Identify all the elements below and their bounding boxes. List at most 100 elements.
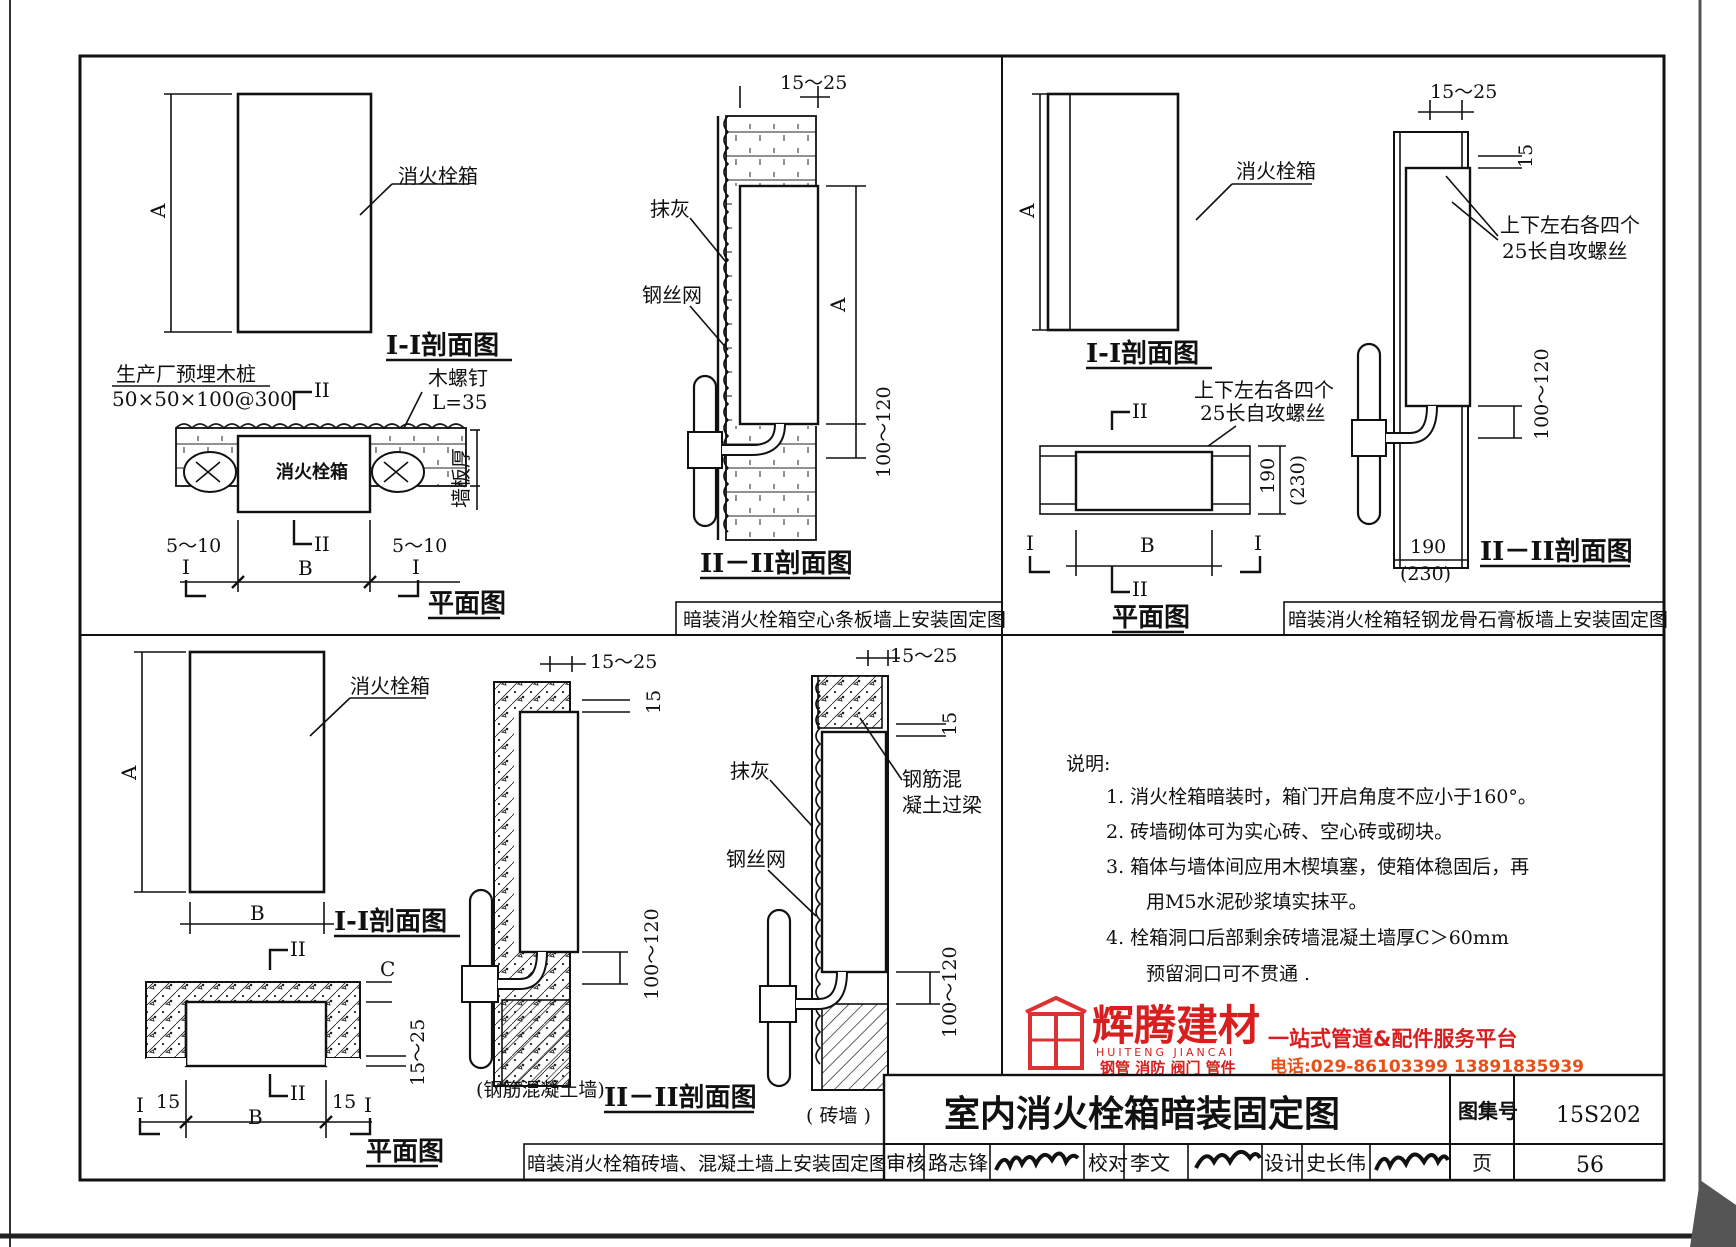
- mark-ii-top-p3: II: [290, 937, 306, 961]
- label-wall-thick: 墙板厚: [449, 448, 473, 508]
- elevation-box-1: [236, 92, 373, 334]
- section-box-1: [738, 184, 820, 426]
- label-plaster-3: 抹灰: [730, 759, 770, 783]
- brand-logo-icon: [1025, 995, 1087, 1070]
- dim-100-120-p1: 100～120: [873, 386, 895, 478]
- label-screws-2-p2a: 25长自攻螺丝: [1200, 401, 1325, 425]
- note-4a: 4. 栓箱洞口后部剩余砖墙混凝土墙厚C＞60mm: [1106, 927, 1509, 949]
- section-box-3b: [820, 730, 888, 974]
- title-sec-1-1-p2: I-I剖面图: [1086, 338, 1199, 369]
- check-label: 校对: [1088, 1151, 1128, 1175]
- label-plaster-1: 抹灰: [650, 197, 690, 221]
- check-name: 李文: [1130, 1151, 1170, 1175]
- dim-b-plan-1: B: [298, 556, 313, 580]
- panel-brick-concrete-wall: A 消火栓箱 B I-I剖面图 II C 15～25 II 15 15 B I: [117, 645, 982, 1181]
- caption-panel1: 暗装消火栓箱空心条板墙上安装固定图: [683, 609, 1006, 631]
- dim-5-10-right: 5～10: [392, 535, 447, 557]
- design-signature: [1374, 1152, 1450, 1171]
- brand-products: 钢管 消防 阀门 管件: [1100, 1059, 1236, 1077]
- dim-a: A: [146, 203, 170, 219]
- section-box-3a: [518, 710, 580, 954]
- dim-c-p3: C: [380, 957, 395, 981]
- dim-15-25-p1: 15～25: [780, 72, 847, 94]
- notes-block: 说明: 1. 消火栓箱暗装时，箱门开启角度不应小于160°。 2. 砖墙砌体可为…: [1066, 753, 1537, 985]
- atlas-number: 15S202: [1556, 1103, 1641, 1128]
- mark-ii-top: II: [314, 378, 330, 402]
- label-wood-screw-len: L=35: [432, 390, 488, 414]
- plan-box-2: [1074, 450, 1214, 512]
- mark-ii-bottom: II: [314, 532, 330, 556]
- dim-15-25-p3a: 15～25: [590, 651, 657, 673]
- dim-15-25-p2: 15～25: [1430, 81, 1497, 103]
- mark-i-left: I: [182, 555, 190, 579]
- title-plan-1: 平面图: [428, 589, 506, 619]
- mark-i-right: I: [412, 555, 420, 579]
- title-sec-2-2-p2: II－II剖面图: [1480, 536, 1633, 567]
- design-name: 史长伟: [1306, 1151, 1366, 1175]
- dim-100-120-p2: 100～120: [1531, 348, 1553, 440]
- title-block: 室内消火栓箱暗装固定图 图集号 15S202 审核 路志锋 校对 李文 设计 史…: [882, 1073, 1666, 1182]
- dim-5-10-left: 5～10: [166, 535, 221, 557]
- label-screws-1-p2a: 上下左右各四个: [1194, 378, 1334, 402]
- label-hydrant-box-p2: 消火栓箱: [1236, 159, 1316, 183]
- title-sec-2-2-p3: II－II剖面图: [604, 1082, 757, 1113]
- dim-15-p3b: 15: [939, 712, 961, 736]
- title-plan-3: 平面图: [366, 1137, 444, 1167]
- design-label: 设计: [1264, 1151, 1304, 1175]
- label-rc-wall: (钢筋混凝土墙): [476, 1079, 605, 1101]
- dim-a-sec-1: A: [826, 297, 850, 313]
- note-3a: 3. 箱体与墙体间应用木楔填塞，使箱体稳固后，再: [1106, 856, 1529, 878]
- dim-a-p3: A: [117, 765, 141, 781]
- mark-i-left-p3: I: [136, 1093, 144, 1117]
- brand-watermark: 辉腾建材 HUITENG JIANCAI 钢管 消防 阀门 管件 一站式管道&配…: [1025, 995, 1584, 1077]
- note-4b: 预留洞口可不贯通 .: [1146, 963, 1310, 985]
- review-signature: [994, 1151, 1080, 1172]
- brand-pinyin: HUITENG JIANCAI: [1096, 1046, 1235, 1059]
- label-screws-1-p2b: 上下左右各四个: [1500, 213, 1640, 237]
- label-wood-screw: 木螺钉: [428, 366, 488, 390]
- dim-15-p2: 15: [1515, 144, 1537, 168]
- check-signature: [1194, 1150, 1262, 1169]
- label-rc-beam-2: 凝土过梁: [902, 793, 982, 817]
- dim-230-p2a: (230): [1287, 455, 1309, 506]
- label-wood-pile-spec: 50×50×100@300: [112, 387, 293, 411]
- dim-a-p2: A: [1015, 203, 1039, 219]
- panel-light-steel-gypsum-wall: A 消火栓箱 I-I剖面图 上下左右各四个 25长自攻螺丝 II 190 (23…: [1015, 81, 1668, 636]
- mark-i-left-p2: I: [1026, 531, 1034, 555]
- dim-15-left-p3: 15: [156, 1091, 180, 1113]
- brand-name: 辉腾建材: [1092, 1001, 1260, 1050]
- dim-15-right-p3: 15: [332, 1091, 356, 1113]
- title-sec-1-1: I-I剖面图: [386, 330, 499, 361]
- note-2: 2. 砖墙砌体可为实心砖、空心砖或砌块。: [1106, 821, 1453, 843]
- mark-i-right-p3: I: [364, 1093, 372, 1117]
- mark-ii-bottom-p3: II: [290, 1081, 306, 1105]
- brand-phone: 电话:029-86103399 13891835939: [1270, 1056, 1584, 1077]
- dim-190-p2a: 190: [1257, 458, 1279, 494]
- dim-15-25-p3b: 15～25: [890, 645, 957, 667]
- dim-15-25-plan-p3: 15～25: [407, 1019, 429, 1086]
- plan-box-1: [236, 434, 372, 514]
- title-sec-1-1-p3: I-I剖面图: [334, 906, 447, 937]
- dim-15-p3a: 15: [643, 690, 665, 714]
- plan-box-label-1: 消火栓箱: [276, 461, 348, 483]
- plan-box-3: [184, 1000, 328, 1068]
- notes-heading: 说明:: [1066, 753, 1110, 775]
- brand-slogan: 一站式管道&配件服务平台: [1268, 1027, 1517, 1051]
- label-wood-pile: 生产厂预埋木桩: [116, 362, 256, 386]
- review-label: 审核: [886, 1151, 926, 1175]
- title-sec-2-2-p1: II－II剖面图: [700, 548, 853, 579]
- page-number: 56: [1576, 1153, 1604, 1178]
- label-screws-2-p2b: 25长自攻螺丝: [1502, 239, 1627, 263]
- mark-ii-top-p2: II: [1132, 399, 1148, 423]
- dim-100-120-p3a: 100～120: [641, 908, 663, 1000]
- dim-190-p2b: 190: [1410, 536, 1446, 558]
- dim-b-plan-2: B: [1140, 533, 1155, 557]
- section-box-2: [1404, 166, 1472, 408]
- dim-b-plan-3: B: [248, 1105, 263, 1129]
- review-name: 路志锋: [928, 1151, 988, 1175]
- note-3b: 用M5水泥砂浆填实抹平。: [1146, 891, 1368, 913]
- panel-hollow-strip-wall: A 消火栓箱 I-I剖面图 生产厂预埋木桩 50×50×100@300 木螺钉 …: [112, 72, 1006, 636]
- mark-i-right-p2: I: [1254, 531, 1262, 555]
- label-rc-beam-1: 钢筋混: [902, 767, 962, 791]
